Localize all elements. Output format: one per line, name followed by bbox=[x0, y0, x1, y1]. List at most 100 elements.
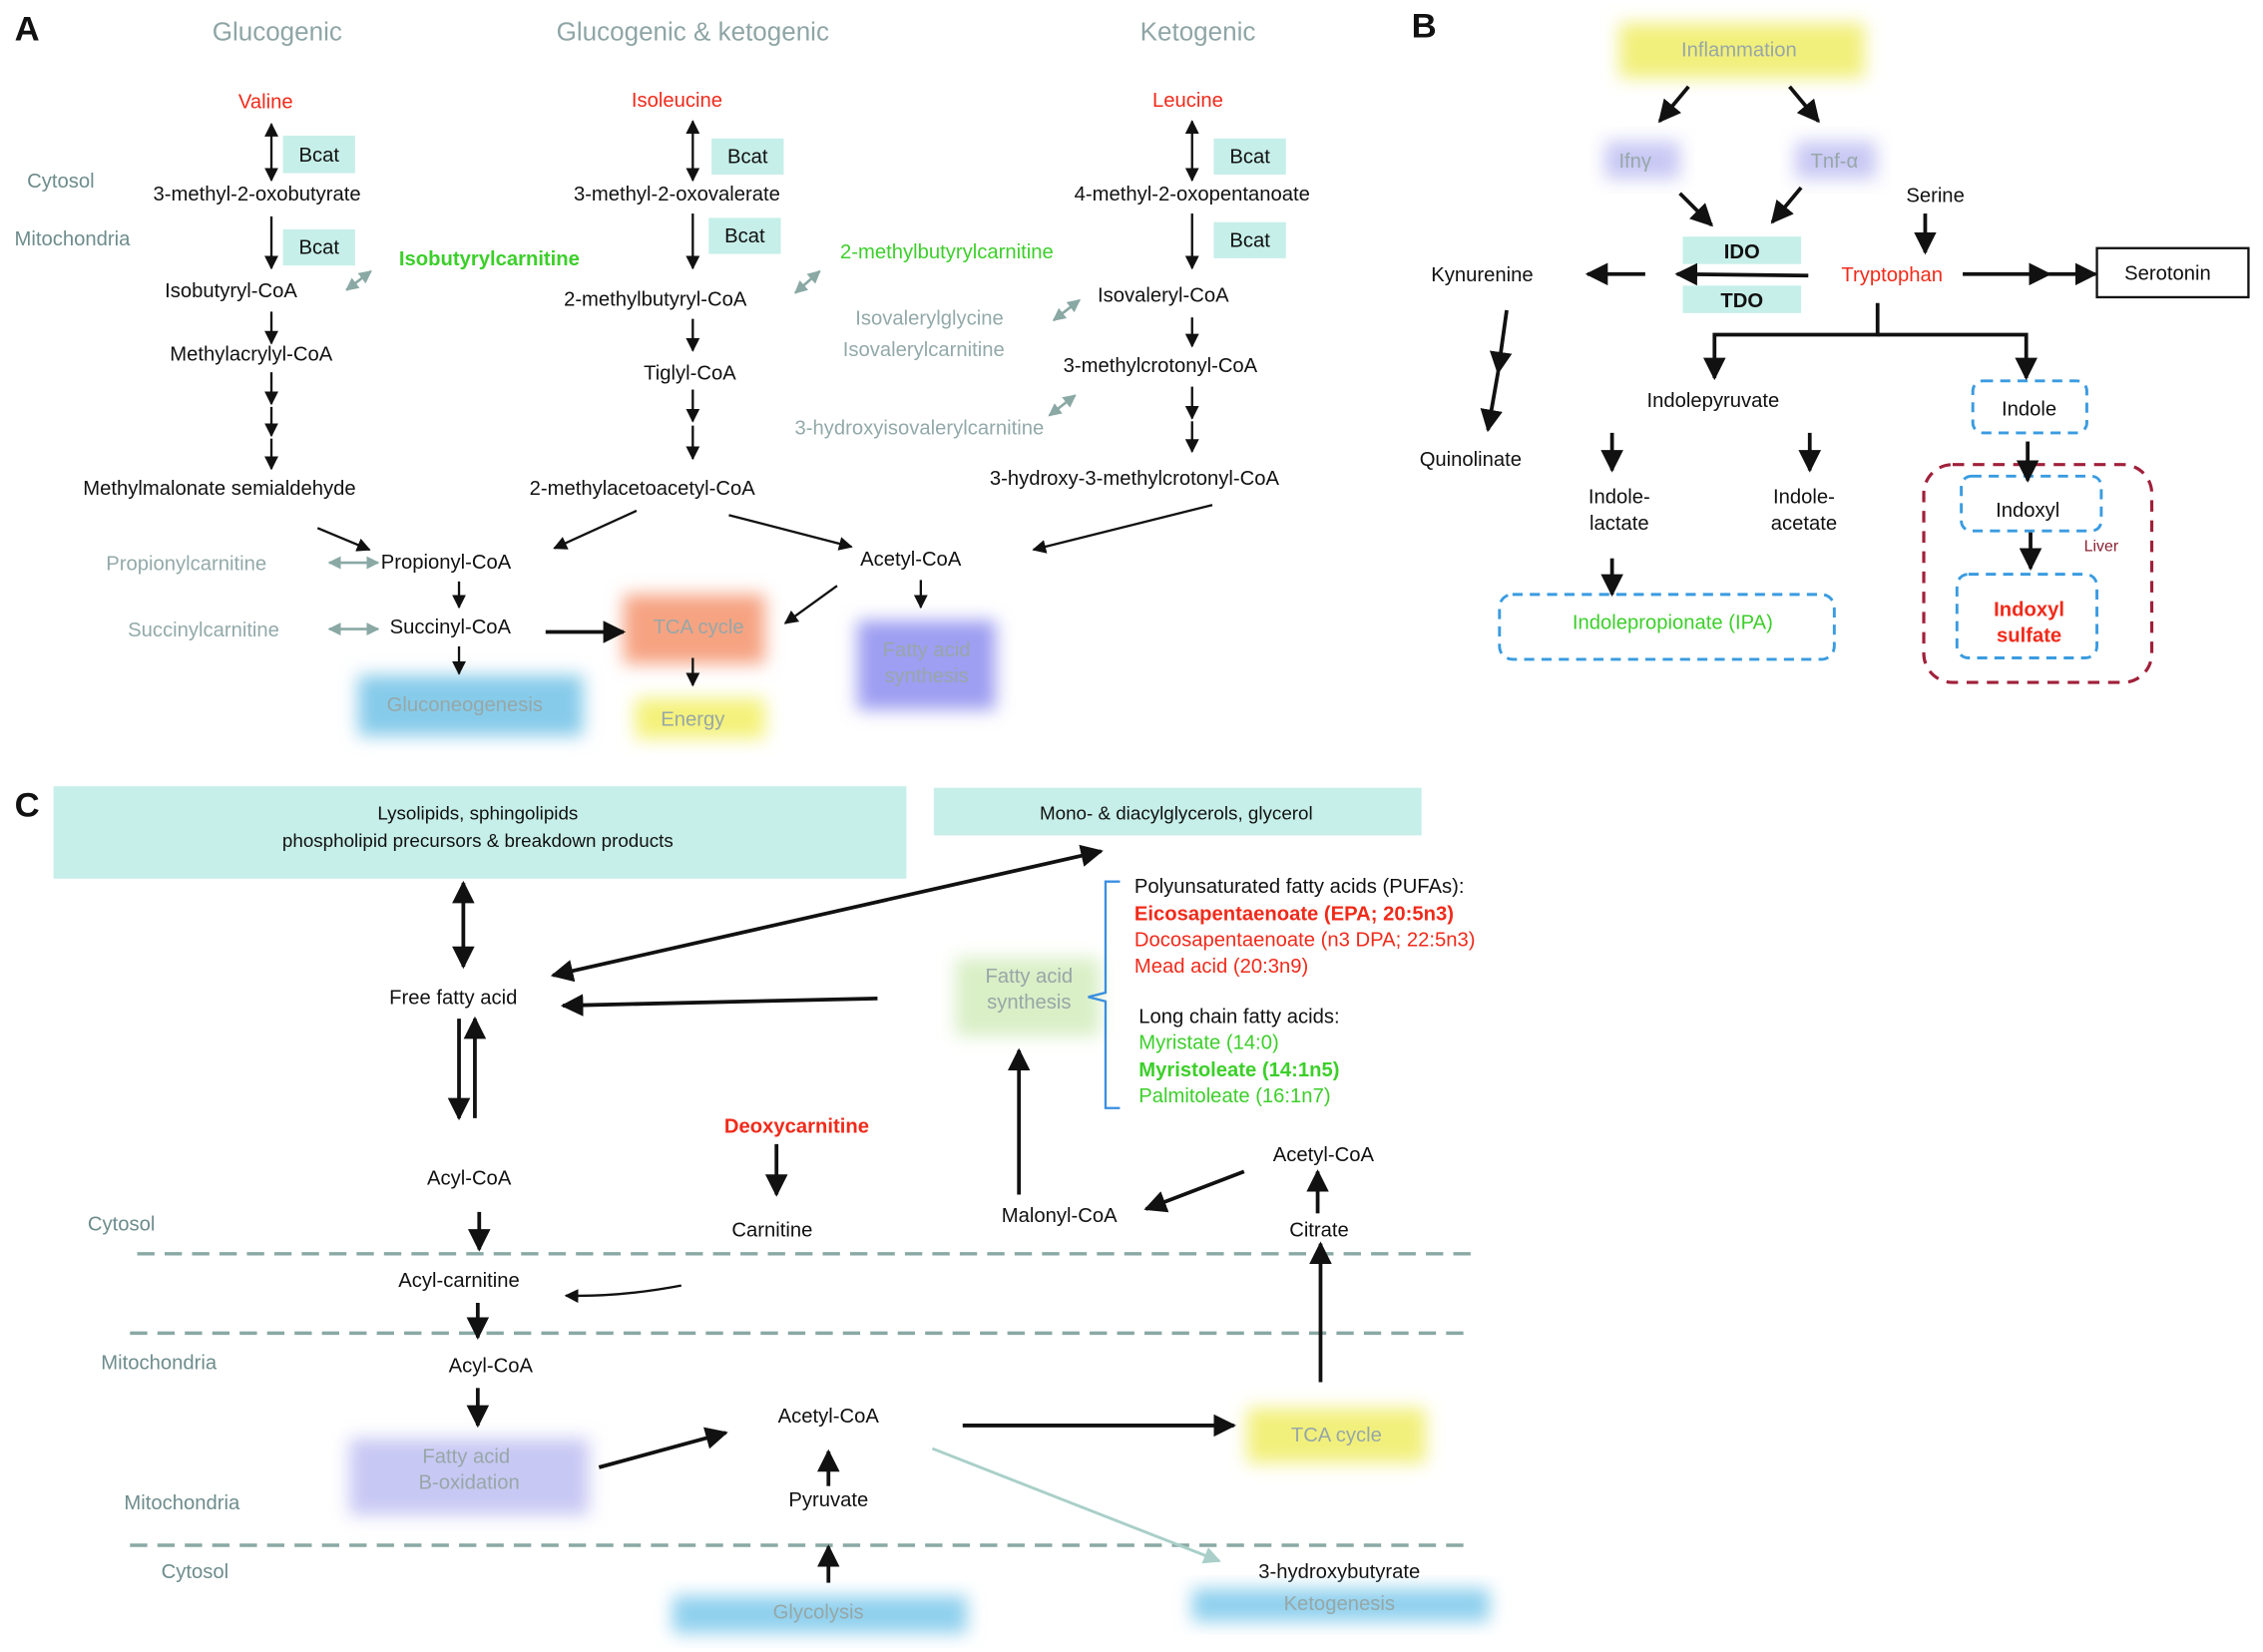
pyruvate: Pyruvate bbox=[788, 1489, 868, 1511]
indole-lactate-2: lactate bbox=[1589, 513, 1649, 535]
lysolipids-line1: Lysolipids, sphingolipids bbox=[377, 802, 578, 823]
glow-gluconeogenesis bbox=[357, 674, 584, 736]
ido: IDO bbox=[1724, 241, 1760, 263]
indole-box bbox=[1971, 379, 2088, 435]
tryptophan: Tryptophan bbox=[1841, 264, 1943, 286]
arrows-b bbox=[1480, 85, 2098, 598]
valine: Valine bbox=[238, 91, 293, 113]
label-cytosol-1: Cytosol bbox=[88, 1214, 155, 1236]
tnf-alpha: Tnf-α bbox=[1811, 151, 1859, 173]
3-hydroxyisovalerylcarnitine: 3-hydroxyisovalerylcarnitine bbox=[795, 417, 1045, 439]
glow-beta-oxidation bbox=[349, 1438, 590, 1515]
fatty-acid-synthesis-2: synthesis bbox=[884, 665, 968, 687]
isobutyryl-coa: Isobutyryl-CoA bbox=[165, 280, 297, 302]
enzyme-bcat: Bcat bbox=[724, 225, 765, 247]
glow-ketogenesis bbox=[1191, 1588, 1490, 1622]
arrows-a bbox=[264, 120, 1213, 687]
indoxyl: Indoxyl bbox=[1996, 500, 2059, 522]
3-methylcrotonyl-coa: 3-methylcrotonyl-CoA bbox=[1064, 355, 1258, 377]
enzyme-bcat: Bcat bbox=[1229, 146, 1270, 168]
enzyme-bcat: Bcat bbox=[298, 145, 339, 167]
label-cytosol: Cytosol bbox=[27, 171, 94, 193]
2-methylbutyryl-coa: 2-methylbutyryl-CoA bbox=[564, 289, 747, 311]
fatty-acid-synthesis-c1: Fatty acid bbox=[985, 966, 1073, 988]
glow-tca-c bbox=[1246, 1408, 1427, 1463]
tdo: TDO bbox=[1720, 290, 1763, 312]
panel-c: C Lysolipids, sphingolipids phospholipid… bbox=[15, 786, 1490, 1634]
ketogenesis: Ketogenesis bbox=[1284, 1593, 1395, 1615]
3-hydroxy-3-methylcrotonyl-coa: 3-hydroxy-3-methylcrotonyl-CoA bbox=[990, 468, 1280, 490]
quinolinate: Quinolinate bbox=[1420, 449, 1522, 471]
gluconeogenesis: Gluconeogenesis bbox=[387, 694, 543, 716]
glycolysis: Glycolysis bbox=[773, 1602, 864, 1624]
indole: Indole bbox=[2002, 399, 2056, 421]
glow-ifng bbox=[1604, 141, 1680, 180]
glow-energy bbox=[635, 698, 765, 739]
lcfa-palmitoleate: Palmitoleate (16:1n7) bbox=[1138, 1085, 1330, 1107]
fatty-acid-synthesis-c2: synthesis bbox=[987, 992, 1071, 1014]
indolepyruvate: Indolepyruvate bbox=[1646, 390, 1779, 412]
acetyl-coa-cytosol: Acetyl-CoA bbox=[1273, 1144, 1375, 1166]
4-methyl-2-oxopentanoate: 4-methyl-2-oxopentanoate bbox=[1075, 184, 1310, 206]
glycerols: Mono- & diacylglycerols, glycerol bbox=[1040, 802, 1313, 823]
citrate: Citrate bbox=[1289, 1219, 1349, 1241]
panel-b: B Inflammation Ifnγ Tnf-α Serine IDO TDO… bbox=[1412, 8, 2250, 684]
indoxyl-sulfate-2: sulfate bbox=[1997, 625, 2061, 647]
lcfa-header: Long chain fatty acids: bbox=[1138, 1006, 1339, 1028]
pufa-mead: Mead acid (20:3n9) bbox=[1134, 956, 1308, 978]
label-mitochondria-2: Mitochondria bbox=[124, 1492, 240, 1514]
serine: Serine bbox=[1906, 185, 1965, 206]
acyl-coa-mito: Acyl-CoA bbox=[449, 1355, 534, 1377]
isobutyrylcarnitine: Isobutyrylcarnitine bbox=[399, 248, 580, 270]
indolepropionate: Indolepropionate (IPA) bbox=[1573, 613, 1773, 634]
ifn-gamma: Ifnγ bbox=[1618, 151, 1651, 173]
glow-tnfa bbox=[1795, 141, 1877, 180]
beta-oxidation-2: B-oxidation bbox=[419, 1472, 520, 1494]
pufa-header: Polyunsaturated fatty acids (PUFAs): bbox=[1134, 876, 1465, 898]
indole-acetate-1: Indole- bbox=[1773, 487, 1835, 509]
lcfa-myristate: Myristate (14:0) bbox=[1138, 1032, 1279, 1053]
free-fatty-acid: Free fatty acid bbox=[389, 988, 517, 1010]
kynurenine: Kynurenine bbox=[1431, 264, 1533, 286]
ipa-box bbox=[1498, 593, 1836, 661]
ido-box bbox=[1682, 236, 1802, 264]
methylacrylyl-coa: Methylacrylyl-CoA bbox=[170, 344, 333, 366]
glow-fas bbox=[857, 620, 997, 710]
glow-glycolysis bbox=[673, 1595, 968, 1634]
succinyl-coa: Succinyl-CoA bbox=[390, 617, 512, 638]
enzyme-bcat: Bcat bbox=[298, 237, 339, 259]
tdo-box bbox=[1682, 285, 1802, 313]
lysolipids-line2: phospholipid precursors & breakdown prod… bbox=[282, 830, 674, 851]
lcfa-myristoleate: Myristoleate (14:1n5) bbox=[1138, 1059, 1339, 1081]
indoxyl-sulfate-box bbox=[1955, 573, 2099, 659]
acyl-coa-cytosol: Acyl-CoA bbox=[427, 1167, 512, 1189]
carnitine: Carnitine bbox=[731, 1219, 812, 1241]
enzyme-bcat: Bcat bbox=[727, 146, 768, 168]
acyl-carnitine: Acyl-carnitine bbox=[398, 1270, 519, 1292]
isoleucine: Isoleucine bbox=[632, 90, 722, 112]
label-cytosol-2: Cytosol bbox=[162, 1561, 228, 1583]
panel-label-b: B bbox=[1412, 8, 1437, 46]
header-glucogenic-ketogenic: Glucogenic & ketogenic bbox=[557, 16, 829, 46]
3-methyl-2-oxobutyrate: 3-methyl-2-oxobutyrate bbox=[154, 184, 361, 206]
indole-acetate-2: acetate bbox=[1771, 513, 1837, 535]
arrows-c bbox=[447, 844, 1332, 1583]
isovalerylcarnitine: Isovalerylcarnitine bbox=[843, 339, 1005, 361]
pufa-epa: Eicosapentaenoate (EPA; 20:5n3) bbox=[1134, 904, 1454, 926]
serotonin: Serotonin bbox=[2124, 263, 2211, 285]
isovalerylglycine: Isovalerylglycine bbox=[855, 307, 1003, 329]
enzyme-bcat: Bcat bbox=[1229, 229, 1270, 251]
propionyl-coa: Propionyl-CoA bbox=[381, 552, 512, 574]
propionylcarnitine: Propionylcarnitine bbox=[106, 553, 266, 575]
tiglyl-coa: Tiglyl-CoA bbox=[644, 362, 736, 384]
panel-label-a: A bbox=[15, 10, 40, 48]
header-ketogenic: Ketogenic bbox=[1140, 16, 1256, 46]
beta-oxidation-1: Fatty acid bbox=[422, 1446, 510, 1468]
label-mitochondria: Mitochondria bbox=[14, 228, 131, 250]
indole-lactate-1: Indole- bbox=[1588, 487, 1650, 509]
bcat-boxes: Bcat Bcat Bcat Bcat Bcat Bcat bbox=[282, 135, 1286, 266]
header-glucogenic: Glucogenic bbox=[213, 16, 342, 46]
2-methylacetoacetyl-coa: 2-methylacetoacetyl-CoA bbox=[530, 478, 756, 500]
deoxycarnitine: Deoxycarnitine bbox=[724, 1115, 869, 1137]
